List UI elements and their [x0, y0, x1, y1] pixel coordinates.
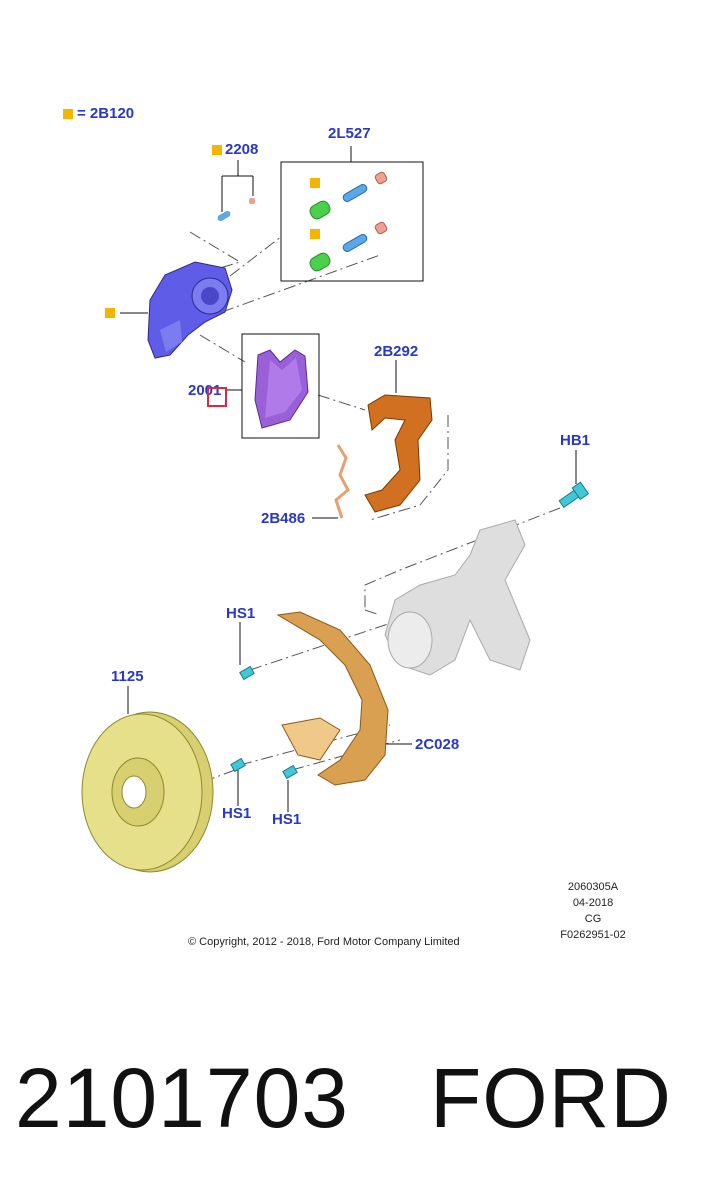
guide-pin-set — [309, 171, 388, 272]
part-number: 2101703 — [15, 1051, 350, 1145]
legend-text: = 2B120 — [77, 105, 135, 122]
splash-shield — [276, 611, 389, 786]
bleed-screw-parts — [217, 198, 255, 221]
anti-rattle-clip — [334, 444, 350, 519]
label-2208[interactable]: 2208 — [225, 141, 259, 158]
label-2B292[interactable]: 2B292 — [374, 343, 419, 360]
label-2L527[interactable]: 2L527 — [328, 125, 371, 142]
label-2B486[interactable]: 2B486 — [261, 510, 306, 527]
brake-caliper — [147, 261, 233, 359]
label-HB1[interactable]: HB1 — [560, 432, 591, 449]
shield-bolts — [230, 665, 298, 780]
legend-square-icon — [63, 109, 73, 119]
label-1125[interactable]: 1125 — [111, 668, 144, 685]
kit-marker-icon — [310, 229, 320, 239]
brand-name: FORD — [430, 1051, 672, 1145]
figure-id: F0262951-02 — [560, 929, 626, 941]
figure-metadata: 2060305A 04-2018 CG F0262951-02 — [545, 879, 641, 943]
label-HS1-top[interactable]: HS1 — [226, 605, 256, 622]
exploded-parts-diagram: = 2B120 2208 2L527 2B292 2001 HB1 2B486 … — [63, 105, 641, 948]
kit-2L527-box — [280, 161, 424, 282]
label-2C028[interactable]: 2C028 — [415, 736, 460, 753]
figure-initials: CG — [584, 913, 602, 925]
caliper-marker-icon — [105, 308, 115, 318]
leader-lines — [120, 146, 577, 812]
brake-disc — [81, 711, 214, 873]
hub-bolt — [558, 481, 590, 509]
label-HS1-right[interactable]: HS1 — [272, 811, 302, 828]
label-2001[interactable]: 2001 — [188, 382, 222, 399]
label-HS1-left[interactable]: HS1 — [222, 805, 252, 822]
brake-pads — [254, 349, 309, 429]
steering-knuckle — [384, 519, 531, 676]
figure-code: 2060305A — [567, 881, 619, 893]
selection-highlight — [207, 387, 227, 407]
figure-date: 04-2018 — [572, 897, 614, 909]
caliper-bracket — [364, 394, 433, 513]
parts-illustration — [81, 146, 590, 873]
part-2208-marker-icon — [212, 145, 222, 155]
copyright-text: © Copyright, 2012 - 2018, Ford Motor Com… — [188, 936, 460, 948]
pads-box — [241, 333, 320, 439]
kit-marker-icon — [310, 178, 320, 188]
